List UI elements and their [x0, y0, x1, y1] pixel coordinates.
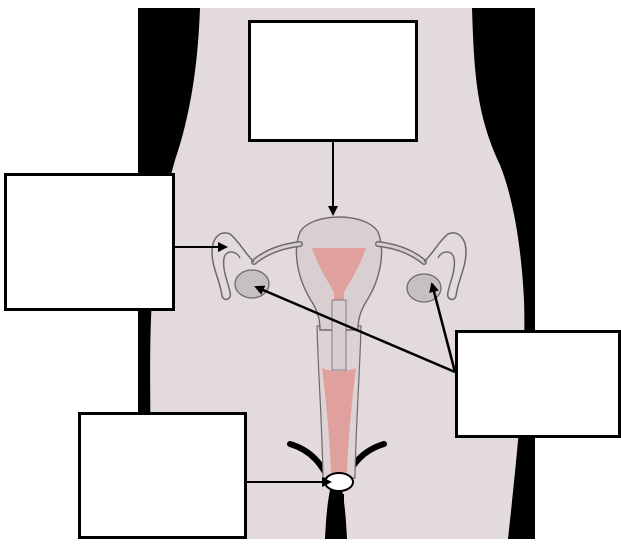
label-box-right[interactable]	[455, 330, 621, 438]
cervix	[332, 300, 346, 370]
label-box-left[interactable]	[4, 173, 175, 311]
ovary-left	[235, 270, 269, 298]
label-box-top[interactable]	[248, 20, 418, 142]
label-box-bottom[interactable]	[78, 412, 247, 539]
leg-gap	[333, 494, 344, 539]
